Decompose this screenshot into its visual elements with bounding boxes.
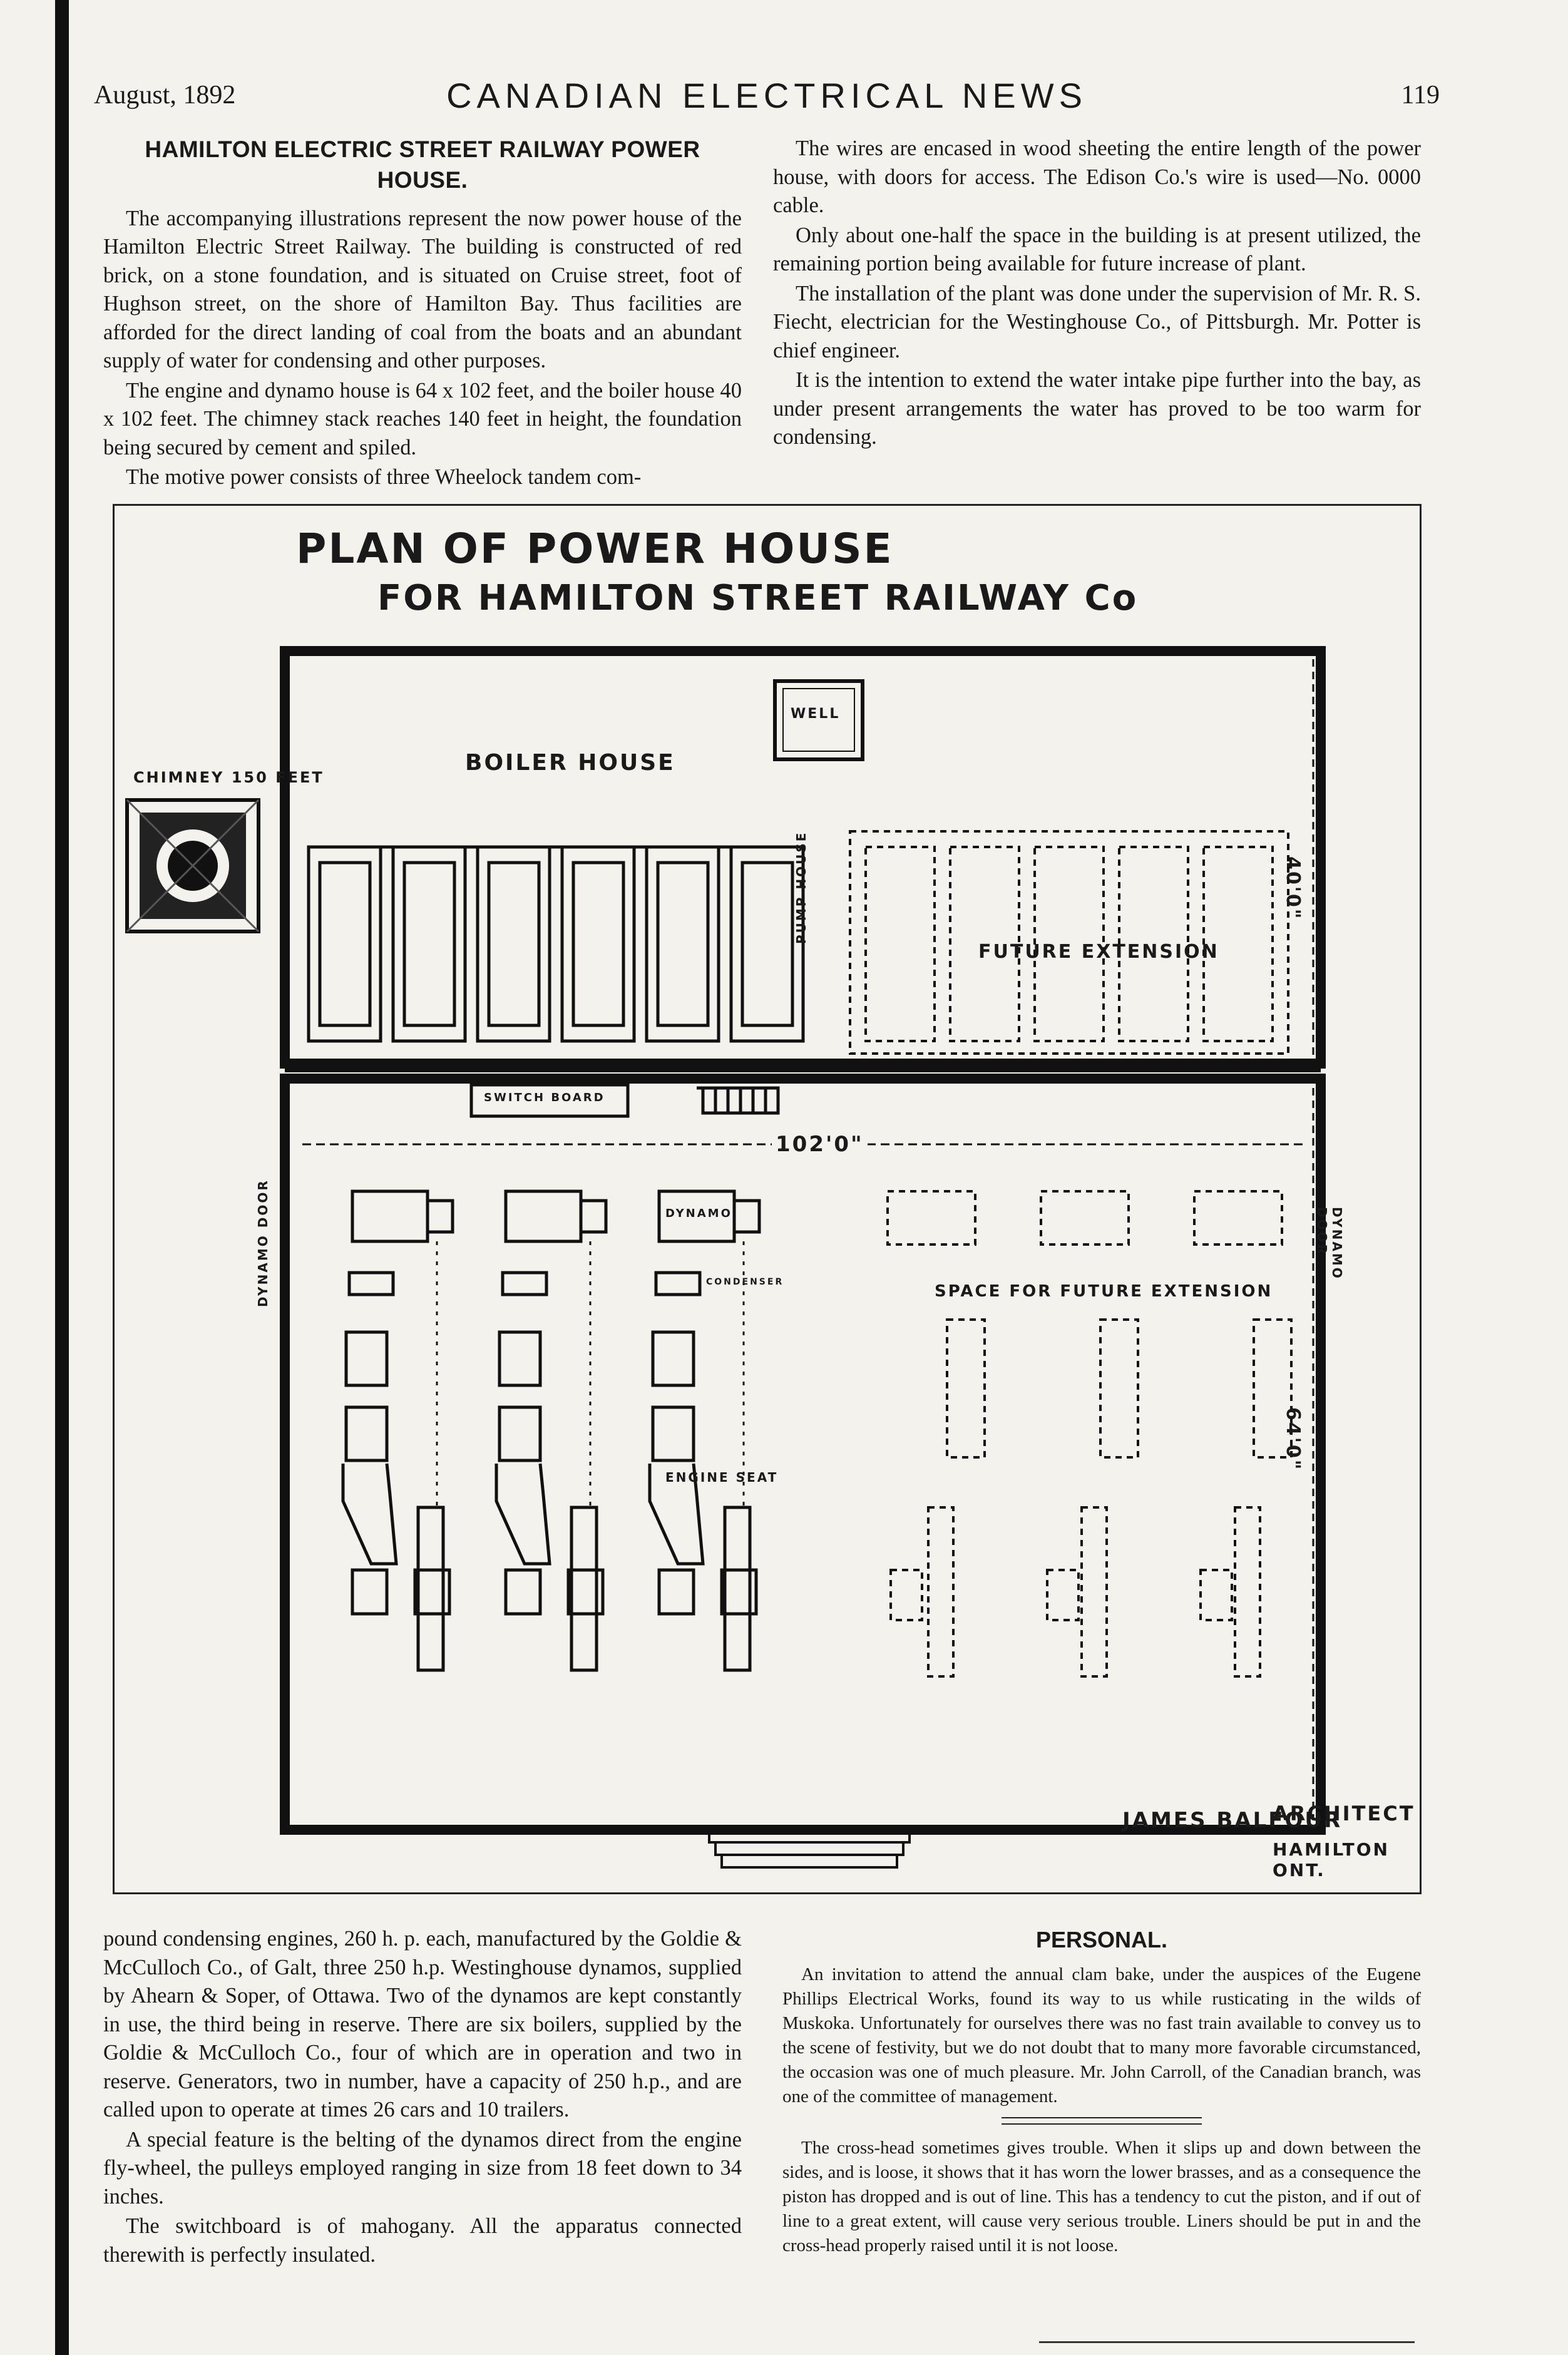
chimney-drawing	[125, 798, 260, 933]
article-paragraph: Only about one-half the space in the bui…	[773, 223, 1421, 276]
floor-plan-drawing	[125, 646, 1326, 1869]
boiler-house-wall	[280, 646, 1326, 1069]
engine-seat-label: ENGINE SEAT	[665, 1470, 779, 1485]
section-divider	[1002, 2117, 1202, 2125]
article-paragraph: pound condensing engines, 260 h. p. each…	[103, 1927, 742, 2122]
bottom-rule	[1039, 2341, 1415, 2343]
article-paragraph: The motive power consists of three Wheel…	[126, 465, 642, 490]
article-paragraph: The accompanying illustrations represent…	[103, 206, 742, 373]
page-header: August, 1892 CANADIAN ELECTRICAL NEWS 11…	[94, 75, 1440, 119]
architect-title: ARCHITECT	[1273, 1802, 1415, 1825]
pump-house-label: PUMP HOUSE	[794, 831, 809, 944]
front-steps-drawing	[708, 1829, 911, 1869]
page-number: 119	[1401, 81, 1440, 110]
condenser-label: CONDENSER	[706, 1277, 784, 1287]
boiler-house-label: BOILER HOUSE	[465, 750, 675, 776]
article-paragraph: The installation of the plant was done u…	[773, 281, 1421, 362]
article-paragraph: The wires are encased in wood sheeting t…	[773, 136, 1421, 218]
space-future-label: SPACE FOR FUTURE EXTENSION	[935, 1282, 1273, 1301]
dimension-40-label: 40'0"	[1282, 856, 1304, 921]
article-headline: HAMILTON ELECTRIC STREET RAILWAY POWER H…	[145, 136, 700, 193]
article-column-right-top: The wires are encased in wood sheeting t…	[773, 135, 1421, 453]
floor-plan-figure: PLAN OF POWER HOUSE FOR HAMILTON STREET …	[113, 504, 1422, 1894]
engine-house-wall	[280, 1074, 1326, 1835]
boilers-future	[849, 830, 1289, 1055]
plan-title: PLAN OF POWER HOUSE	[296, 525, 894, 573]
dynamo-units-existing	[341, 1189, 761, 1672]
personal-heading: PERSONAL.	[1035, 1927, 1168, 1952]
switchboard-label: SWITCH BOARD	[484, 1091, 605, 1104]
article-column-left-bottom: pound condensing engines, 260 h. p. each…	[103, 1925, 742, 2270]
personal-column: PERSONAL. An invitation to attend the an…	[782, 1925, 1421, 2259]
dimension-102-label: 102'0"	[772, 1132, 868, 1157]
dynamo-door-label-right: DYNAMO DOOR	[1314, 1207, 1345, 1280]
article-paragraph: It is the intention to extend the water …	[773, 368, 1421, 449]
article-paragraph: A special feature is the belting of the …	[103, 2127, 742, 2209]
future-extension-label: FUTURE EXTENSION	[978, 941, 1219, 963]
dimension-64-label: 64'0"	[1282, 1407, 1304, 1472]
crosshead-paragraph: The cross-head sometimes gives trouble. …	[782, 2138, 1421, 2255]
architect-name: JAMES BALFOUR	[1122, 1808, 1343, 1833]
stair-drawing	[697, 1086, 780, 1115]
article-paragraph: The switchboard is of mahogany. All the …	[103, 2214, 742, 2267]
dynamo-door-label-left: DYNAMO DOOR	[255, 1179, 270, 1307]
article-column-left-top: HAMILTON ELECTRIC STREET RAILWAY POWER H…	[103, 135, 742, 493]
dynamo-label: DYNAMO	[665, 1207, 732, 1220]
architect-city: HAMILTON ONT.	[1273, 1839, 1390, 1880]
dynamo-units-future	[886, 1190, 1293, 1678]
well-drawing	[773, 679, 864, 761]
issue-date: August, 1892	[94, 81, 236, 110]
scanned-page-edge	[55, 0, 69, 2355]
personal-paragraph: An invitation to attend the annual clam …	[782, 1964, 1421, 2106]
well-label: WELL	[791, 706, 841, 722]
article-paragraph: The engine and dynamo house is 64 x 102 …	[103, 378, 742, 459]
boilers-existing	[307, 845, 805, 1043]
plan-subtitle: FOR HAMILTON STREET RAILWAY Co	[377, 578, 1139, 618]
chimney-label: CHIMNEY 150 FEET	[133, 769, 324, 786]
switchboard-drawing	[469, 1083, 630, 1118]
belt-lines	[436, 1241, 745, 1507]
publication-title: CANADIAN ELECTRICAL NEWS	[446, 76, 1087, 115]
